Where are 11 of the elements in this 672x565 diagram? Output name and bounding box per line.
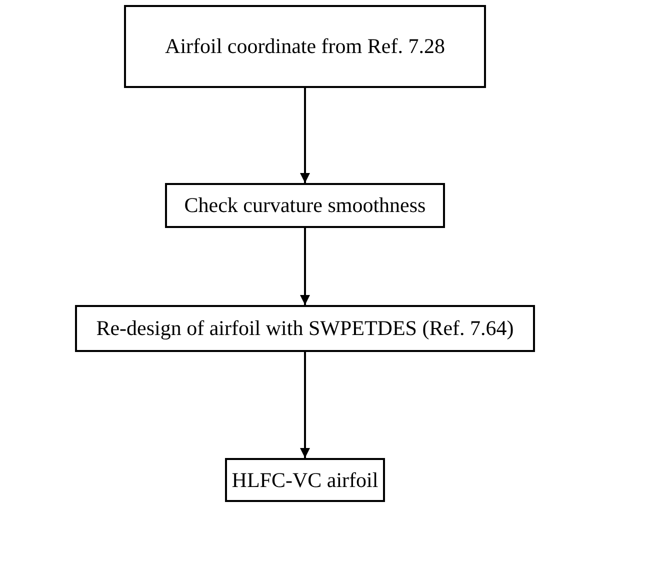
box-label: Re-design of airfoil with SWPETDES (Ref. 7.64) (96, 316, 514, 341)
box-label: HLFC-VC airfoil (232, 468, 378, 492)
arrow (300, 88, 310, 183)
box-label: Check curvature smoothness (184, 193, 426, 218)
process-box (165, 183, 445, 228)
process-box (124, 5, 486, 88)
process-box (225, 458, 385, 502)
process-box (75, 305, 535, 352)
box-label: Airfoil coordinate from Ref. 7.28 (165, 34, 445, 59)
arrow (300, 352, 310, 458)
arrow (300, 228, 310, 305)
